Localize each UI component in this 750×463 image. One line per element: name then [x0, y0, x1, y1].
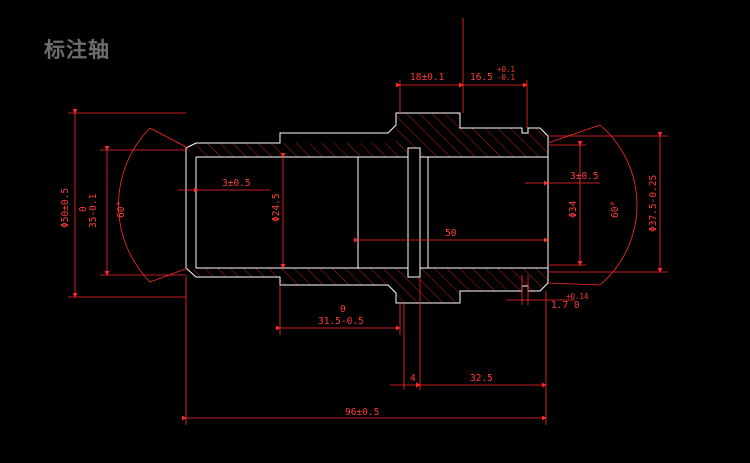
dim-50: 50 — [445, 228, 457, 239]
dim-16-5-tol-lower: -0.1 — [497, 73, 515, 82]
dim-angle-left: 60° — [116, 201, 127, 218]
dimension-lines — [68, 18, 668, 425]
dim-angle-right: 60° — [610, 201, 621, 218]
dim-3-right: 3±0.5 — [570, 171, 599, 182]
dim-31-5: 31.5-0.5 — [318, 316, 364, 327]
dimension-labels: 18±0.1 16.5 +0.1 -0.1 3±0.5 3±0.5 50 0 3… — [60, 65, 659, 418]
dim-dia37-5: Φ37.5-0.25 — [648, 175, 659, 232]
dim-31-5-tol-upper: 0 — [340, 304, 346, 315]
dim-dia34: Φ34 — [568, 201, 579, 218]
dim-dia24-5: Φ24.5 — [271, 193, 282, 222]
drawing-title: 标注轴 — [44, 38, 110, 62]
dim-32-5: 32.5 — [470, 373, 493, 384]
dim-35: 35-0.1 — [88, 193, 99, 228]
dim-1-7-tol-upper: +0.14 — [566, 292, 589, 301]
dim-16-5: 16.5 — [470, 72, 493, 83]
dim-35-tol-upper: 0 — [78, 206, 89, 212]
part-outline — [185, 112, 549, 304]
dim-dia50: Φ50±0.5 — [60, 188, 71, 228]
dim-4: 4 — [410, 373, 416, 384]
dim-96: 96±0.5 — [345, 407, 379, 418]
dim-3-left: 3±0.5 — [222, 178, 251, 189]
dim-18: 18±0.1 — [410, 72, 445, 83]
dim-1-7: 1.7 0 — [551, 300, 580, 311]
dim-16-5-tol-upper: +0.1 — [497, 65, 515, 74]
section-hatching — [186, 113, 548, 303]
